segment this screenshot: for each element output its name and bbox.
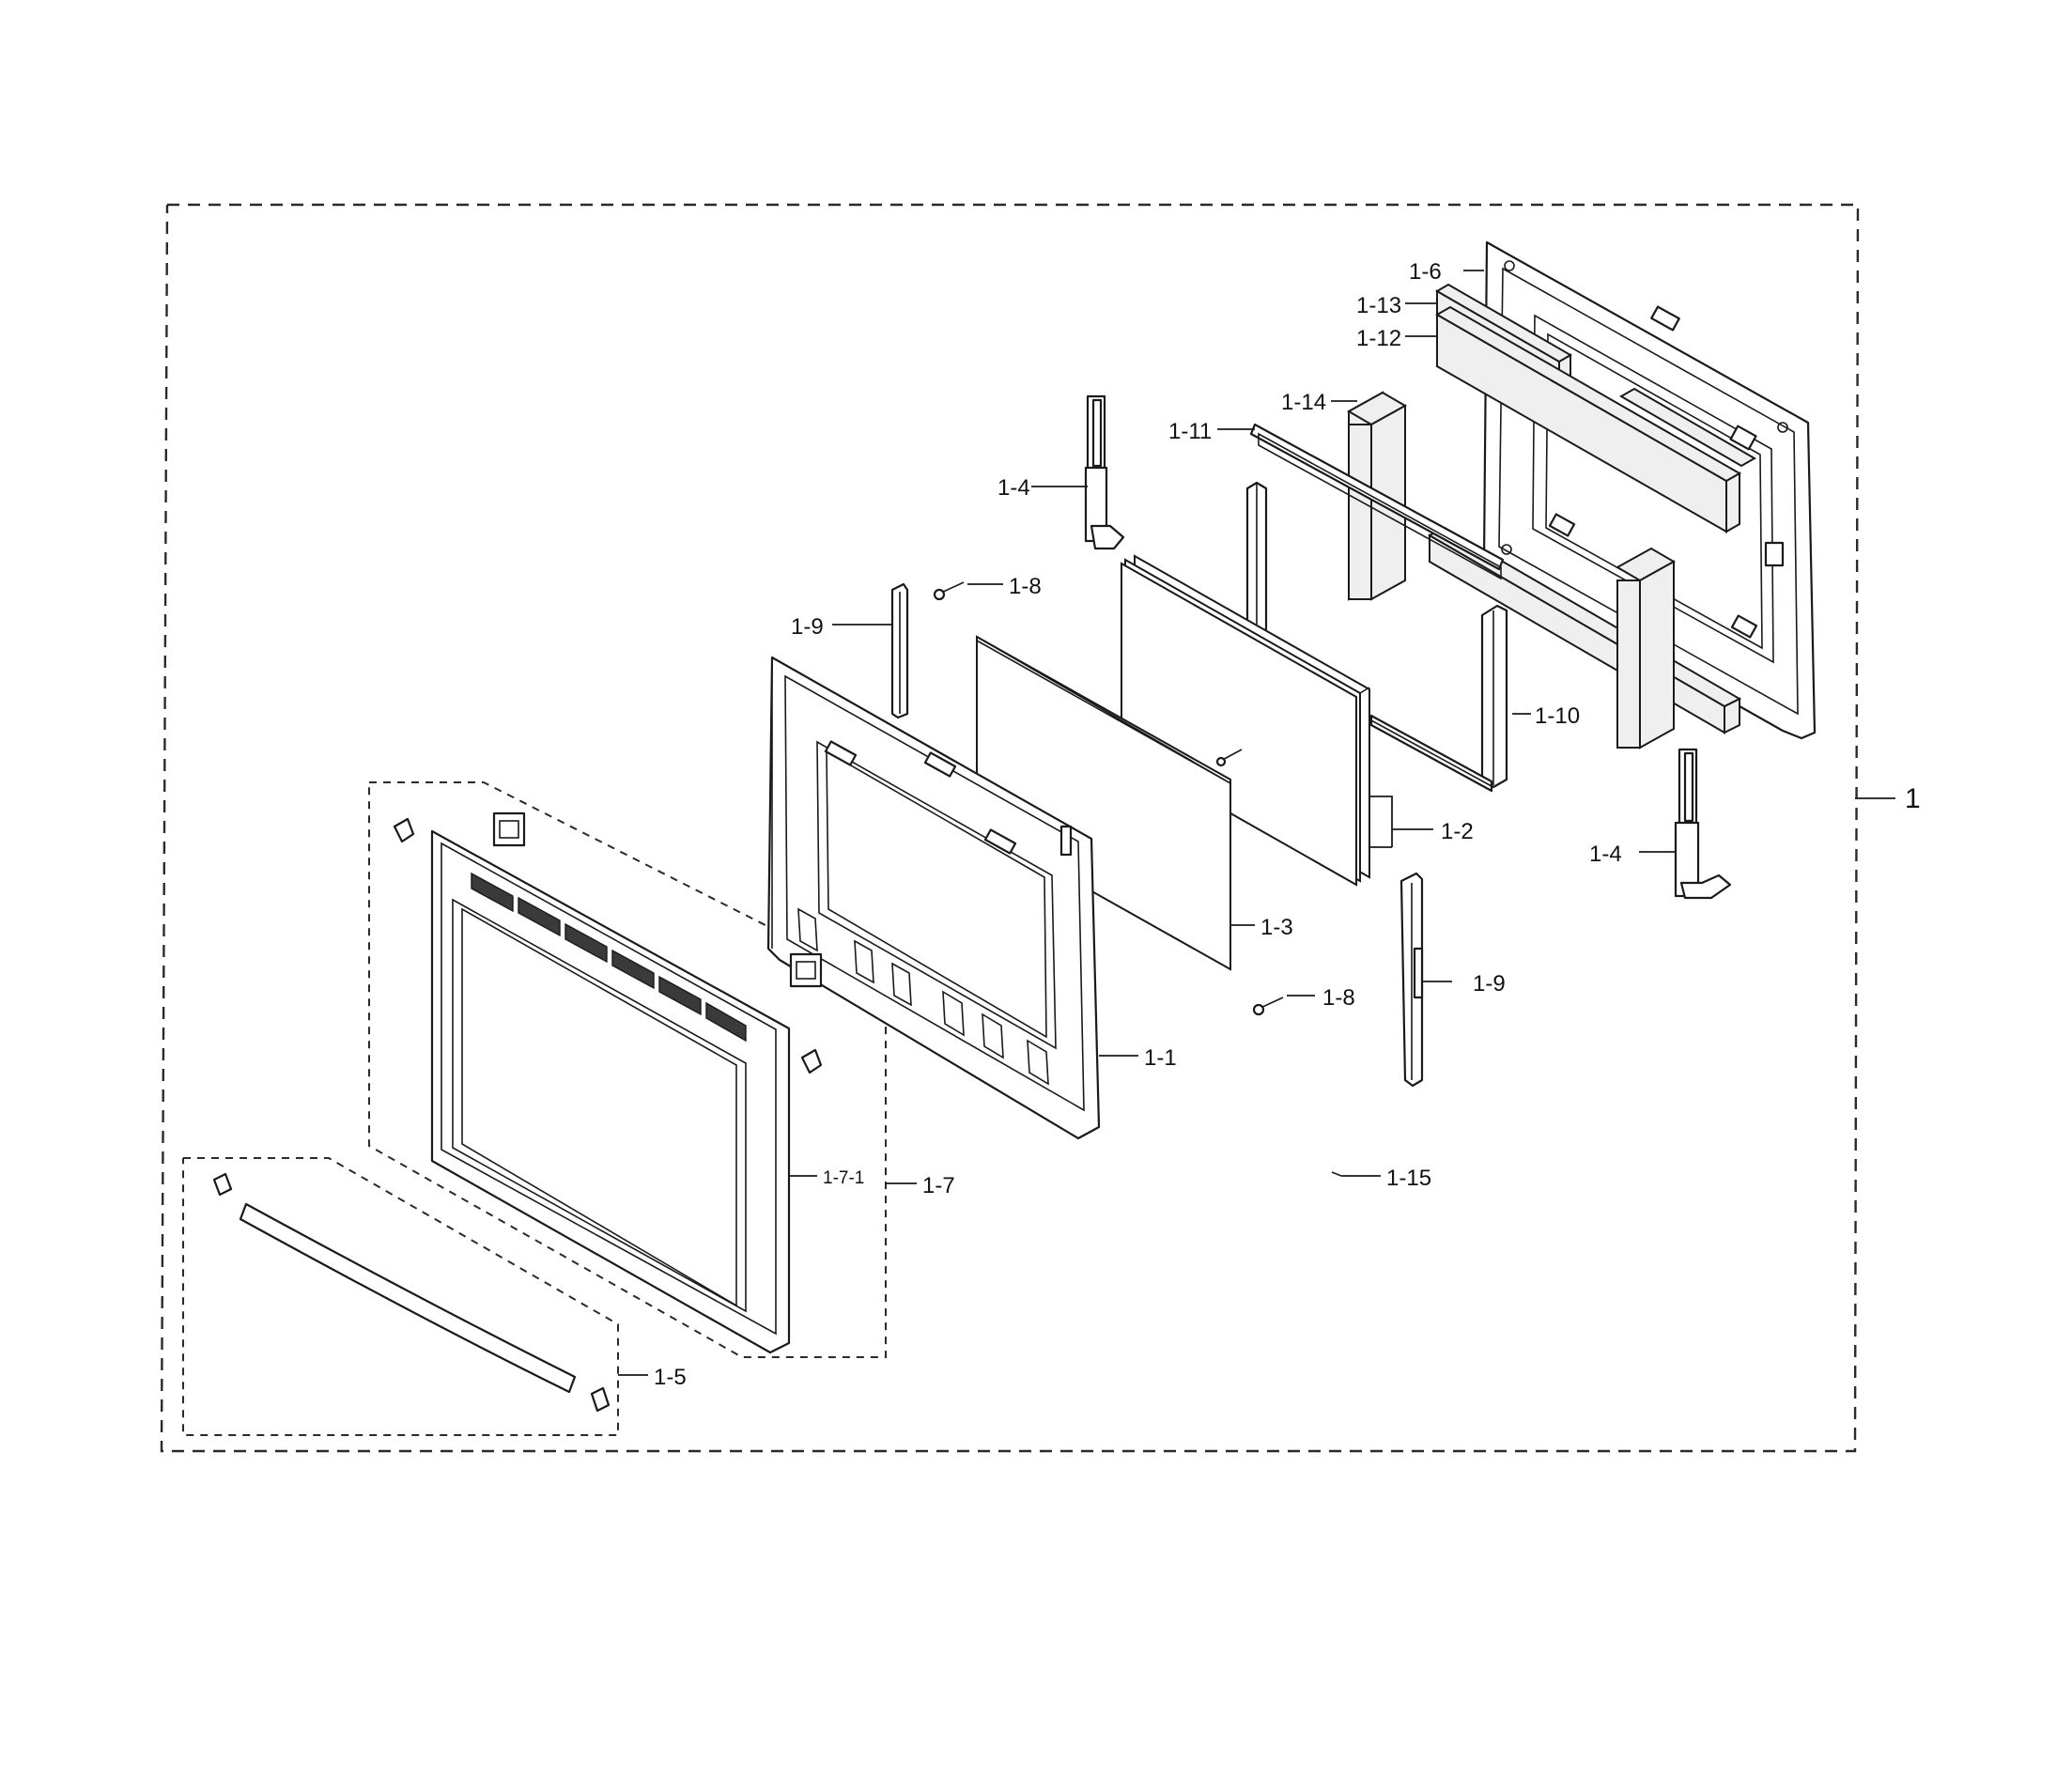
top-gasket-strip [1249, 423, 1505, 580]
label-1-9-left: 1-9 [791, 614, 824, 640]
door-handle [212, 1172, 611, 1413]
label-1-15: 1-15 [1386, 1166, 1431, 1191]
insulation-block-main [1434, 305, 1757, 533]
hinge-top [1084, 394, 1125, 550]
label-1-7: 1-7 [922, 1173, 955, 1198]
trim-bracket-right [789, 952, 823, 988]
hinge-bracket-left [890, 582, 909, 719]
frame-vents [797, 907, 1049, 1086]
label-assembly: 1 [1905, 783, 1921, 814]
door-front-subassembly-boundary [368, 781, 887, 1358]
trim-bracket-top [492, 811, 526, 847]
glass-clip-screw [1215, 749, 1243, 767]
label-1-4-top: 1-4 [997, 475, 1030, 501]
glass-bracket-bottom [1369, 714, 1493, 793]
inner-glass [976, 635, 1231, 971]
label-1-10: 1-10 [1535, 703, 1580, 729]
label-1-6: 1-6 [1409, 259, 1442, 285]
label-1-7-1: 1-7-1 [823, 1168, 864, 1188]
label-1-3: 1-3 [1260, 915, 1293, 940]
label-1-8-top: 1-8 [1009, 574, 1042, 599]
label-1-14: 1-14 [1281, 390, 1326, 415]
label-1-13: 1-13 [1356, 293, 1401, 318]
small-screw [1331, 1171, 1342, 1177]
label-1-9-right: 1-9 [1473, 971, 1506, 997]
leader-lines [618, 270, 1895, 1376]
label-1-1: 1-1 [1144, 1045, 1177, 1071]
outer-glass-pair [1121, 554, 1370, 887]
insulation-post-right [1615, 547, 1677, 749]
label-1-11: 1-11 [1168, 419, 1212, 444]
door-clip-left [393, 817, 415, 843]
door-inner-frame [766, 656, 1101, 1140]
hinge-right [1674, 748, 1732, 900]
handle-subassembly-boundary [182, 1157, 619, 1436]
label-1-4-right: 1-4 [1589, 842, 1622, 867]
vent-slots [471, 872, 747, 1043]
screw-top [933, 581, 965, 601]
screw-bottom [1252, 997, 1284, 1016]
label-1-8-bottom: 1-8 [1322, 985, 1355, 1011]
hinge-bracket-right [1399, 872, 1424, 1088]
glass-bracket-right [1480, 604, 1508, 789]
callout-labels: 1 1-6 1-13 1-12 1-14 1-11 1-4 1-8 1-9 1-… [654, 259, 1921, 1390]
assembly-boundary [160, 203, 1860, 1453]
label-1-12: 1-12 [1356, 326, 1401, 351]
label-1-2: 1-2 [1441, 819, 1474, 844]
label-1-5: 1-5 [654, 1365, 687, 1390]
outer-door-panel [430, 829, 791, 1354]
glass-bracket-left-upper [1245, 481, 1268, 637]
door-clip-right [800, 1048, 823, 1074]
